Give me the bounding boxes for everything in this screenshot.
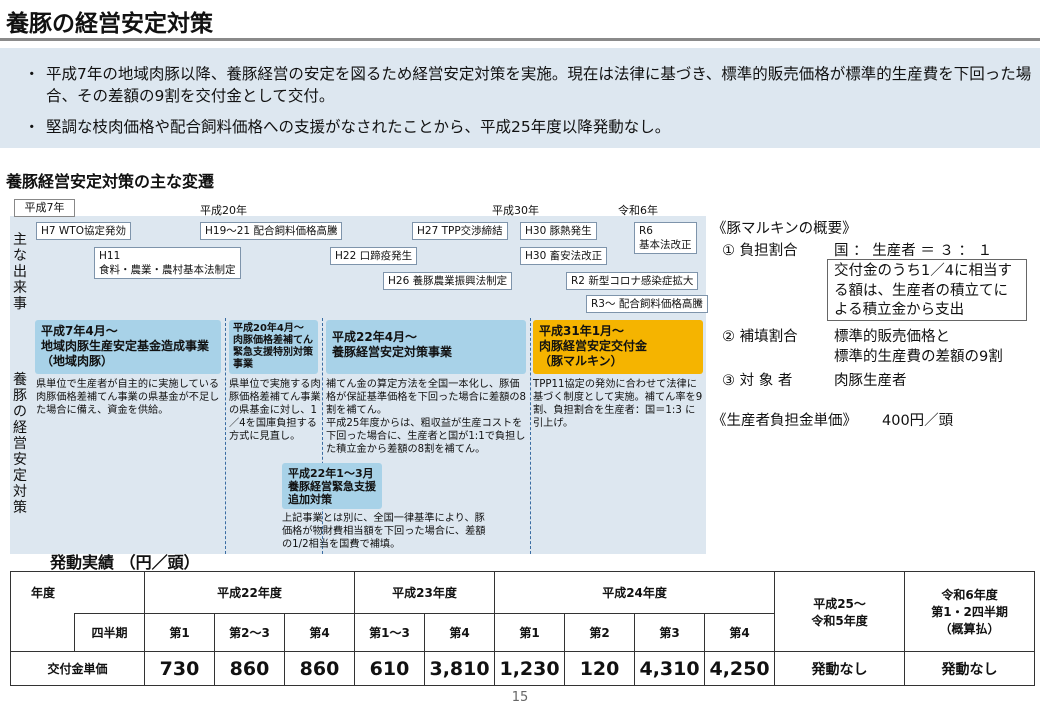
event-h7: H7 WTO協定発効 [36, 222, 131, 240]
table-header-h23: 平成23年度 [354, 571, 496, 614]
vertical-label-measures: 養豚の経営安定対策 [13, 372, 27, 516]
overview-heading: 《豚マルキンの概要》 [712, 221, 857, 237]
quarter-cell: 第3 [634, 613, 706, 652]
policy-r1-marukin: 平成31年1月～ 肉豚経営安定交付金 （豚マルキン） [533, 320, 703, 374]
table-header-quarter: 四半期 [73, 613, 146, 652]
value-cell: 860 [284, 651, 356, 686]
value-cell: 4,250 [704, 651, 776, 686]
era-h30: 平成30年 [492, 204, 539, 217]
era-h7: 平成7年 [14, 199, 75, 217]
quarter-cell: 第1 [144, 613, 216, 652]
overview-item2-value1: 標準的販売価格と [834, 329, 950, 345]
value-cell: 3,810 [424, 651, 496, 686]
table-row: 年度 平成22年度 平成23年度 平成24年度 平成25～ 令和5年度 令和6年… [9, 571, 1036, 652]
achievements-title: 発動実績 （円／頭） [50, 553, 200, 572]
bullet-text: 平成7年の地域肉豚以降、養豚経営の安定を図るため経営安定対策を実施。現在は法律に… [46, 65, 1032, 105]
overview-item1-value: 国 ： 生産者 ＝ ３ ： １ [834, 243, 993, 259]
quarter-cell: 第2 [564, 613, 636, 652]
bullet-mark: ・ [24, 118, 40, 136]
event-h11: H11 食料・農業・農村基本法制定 [94, 247, 241, 279]
table-row: 交付金単価 730 860 860 610 3,810 1,230 120 4,… [9, 651, 1036, 686]
value-cell: 730 [144, 651, 216, 686]
policy-r1-desc: TPP11協定の発効に合わせて法律に基づく制度として実施。補てん率を9割、負担割… [533, 379, 703, 429]
event-r3: R3～ 配合飼料価格高騰 [586, 295, 708, 313]
event-r2: R2 新型コロナ感染症拡大 [566, 272, 699, 290]
summary-box: ・ 平成7年の地域肉豚以降、養豚経営の安定を図るため経営安定対策を実施。現在は法… [0, 48, 1040, 148]
quarter-cell: 第1 [494, 613, 566, 652]
page-number: 15 [511, 690, 529, 705]
event-h30-b: H30 畜安法改正 [520, 247, 608, 265]
event-h27: H27 TPP交渉締結 [412, 222, 508, 240]
quarter-cell: 第4 [704, 613, 776, 652]
table-header-h25-r5: 平成25～ 令和5年度 [774, 571, 906, 652]
era-r6: 令和6年 [618, 204, 658, 217]
bullet-mark: ・ [24, 65, 40, 83]
value-cell: 120 [564, 651, 636, 686]
quarter-cell: 第4 [424, 613, 496, 652]
table-blank-cell [10, 613, 75, 652]
overview-item1-note: 交付金のうち1／4に相当する額は、生産者の積立てによる積立金から支出 [827, 259, 1027, 321]
achievements-table: 年度 平成22年度 平成23年度 平成24年度 平成25～ 令和5年度 令和6年… [9, 571, 1036, 686]
quarter-cell: 第1～3 [354, 613, 426, 652]
table-row-label: 交付金単価 [9, 651, 146, 686]
event-h19: H19～21 配合飼料価格高騰 [200, 222, 343, 240]
unit-price-value: 400円／頭 [882, 413, 954, 429]
value-cell: 860 [214, 651, 286, 686]
unit-price-label: 《生産者負担金単価》 [712, 413, 857, 429]
policy-h22: 平成22年4月～ 養豚経営安定対策事業 [326, 320, 526, 374]
policy-h20-desc: 県単位で実施する肉豚価格差補てん事業の県基金に対し、1／4を国庫負担する方式に見… [229, 379, 321, 442]
table-header-h24: 平成24年度 [494, 571, 776, 614]
policy-h7-desc: 県単位で生産者が自主的に実施している肉豚価格差補てん事業の県基金が不足した場合に… [36, 379, 220, 416]
table-header-r6: 令和6年度 第1・2四半期 （概算払） [904, 571, 1036, 652]
event-h22: H22 口蹄疫発生 [330, 247, 418, 265]
divider-dashed [225, 318, 226, 554]
policy-h7: 平成7年4月～ 地域肉豚生産安定基金造成事業 （地域肉豚） [35, 320, 221, 374]
quarter-cell: 第2～3 [214, 613, 286, 652]
era-h20: 平成20年 [200, 204, 247, 217]
no-trigger-cell: 発動なし [774, 651, 906, 686]
event-h30-a: H30 豚熱発生 [520, 222, 597, 240]
quarter-cell: 第4 [284, 613, 356, 652]
section-title: 養豚経営安定対策の主な変遷 [6, 172, 215, 191]
table-header-h22: 平成22年度 [144, 571, 356, 614]
divider-dashed [322, 318, 323, 554]
overview-item2-value2: 標準的生産費の差額の9割 [834, 349, 1003, 365]
policy-h22-desc: 補てん金の算定方法を全国一本化し、豚価格が保証基準価格を下回った場合に差額の8割… [326, 379, 527, 455]
value-cell: 610 [354, 651, 426, 686]
vertical-label-events: 主な出来事 [13, 232, 27, 312]
divider-dashed [530, 318, 531, 554]
no-trigger-cell: 発動なし [904, 651, 1036, 686]
policy-h20: 平成20年4月～ 肉豚価格差補てん緊急支援特別対策事業 [229, 320, 318, 374]
value-cell: 1,230 [494, 651, 566, 686]
event-r6: R6 基本法改正 [634, 222, 697, 254]
value-cell: 4,310 [634, 651, 706, 686]
overview-item1-label: ① 負担割合 [722, 243, 798, 259]
page-title: 養豚の経営安定対策 [6, 11, 213, 37]
table-header-year: 年度 [9, 571, 146, 614]
policy-h22-emergency: 平成22年1～3月 養豚経営緊急支援追加対策 [282, 463, 382, 509]
overview-item3-label: ③ 対 象 者 [722, 373, 793, 389]
overview-item2-label: ② 補填割合 [722, 329, 798, 345]
policy-h22-emergency-desc: 上記事業とは別に、全国一律基準により、豚価格が物財費相当額を下回った場合に、差額… [282, 513, 486, 550]
bullet-text: 堅調な枝肉価格や配合飼料価格への支援がなされたことから、平成25年度以降発動なし… [46, 118, 671, 136]
event-h26: H26 養豚農業振興法制定 [383, 272, 513, 290]
title-rule [0, 38, 1040, 41]
overview-item3-value: 肉豚生産者 [834, 373, 907, 389]
